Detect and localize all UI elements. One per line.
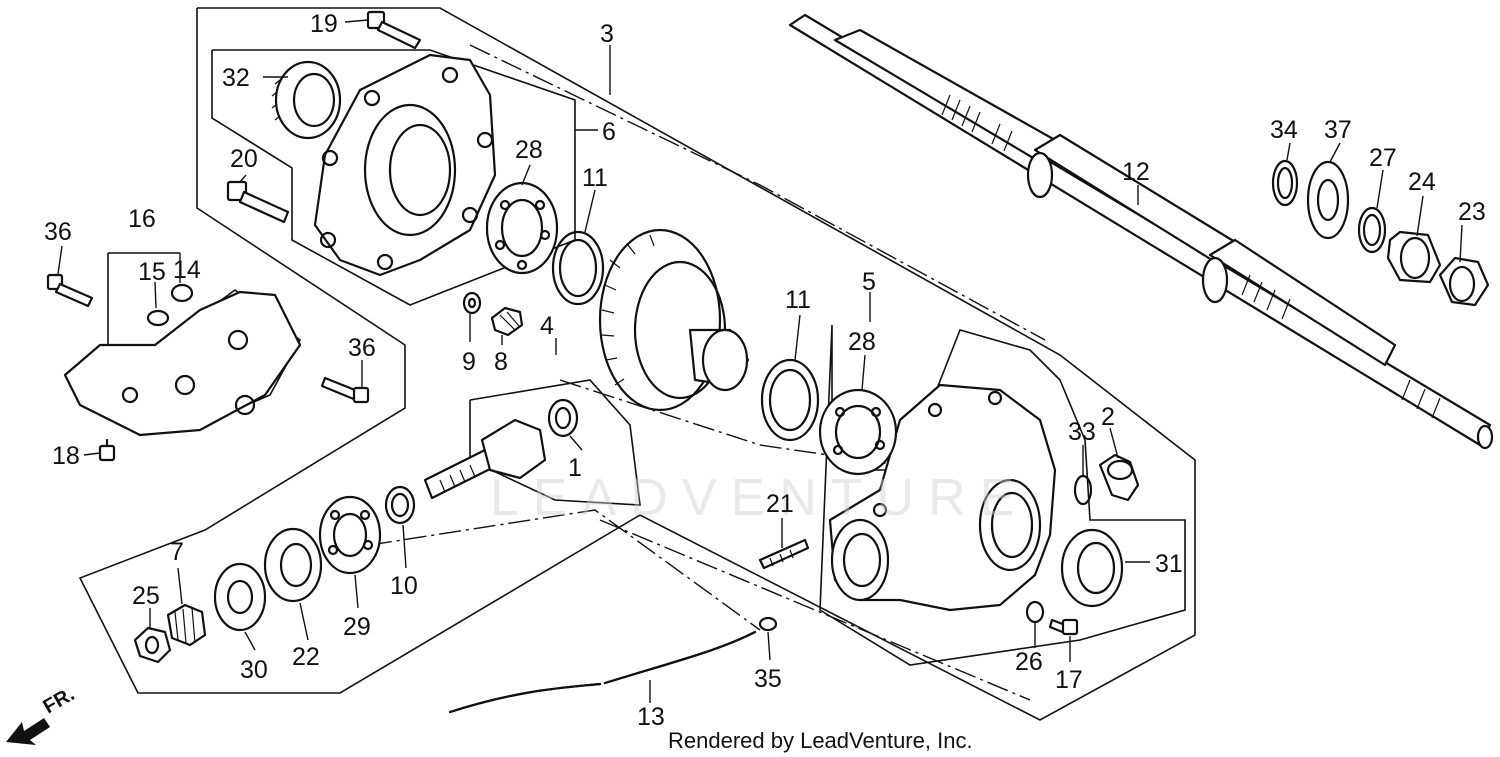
- callout-11-lower: 11: [785, 286, 811, 314]
- callout-12: 12: [1122, 158, 1150, 186]
- seal-30-part: [213, 562, 267, 632]
- breather-tube-13-part: [448, 630, 757, 714]
- pinion-gear-part: [423, 418, 547, 500]
- drive-shaft-part: [788, 13, 1494, 450]
- front-direction-arrow-icon: FR.: [6, 683, 78, 745]
- guard-16-part: [63, 290, 302, 437]
- assembly-frame-5: [819, 324, 1186, 666]
- callout-19: 19: [310, 10, 338, 38]
- washer-26-part: [1025, 600, 1045, 624]
- watermark-text: LEADVENTURE: [490, 469, 1028, 527]
- plug-14-part: [170, 283, 194, 303]
- bearing-28-upper-part: [485, 181, 559, 275]
- callout-6: 6: [602, 118, 616, 146]
- callout-34: 34: [1270, 116, 1298, 144]
- callout-13: 13: [637, 703, 665, 731]
- assembly-frame-6: [211, 49, 576, 306]
- callout-11-upper: 11: [582, 164, 608, 192]
- shim-10-part: [384, 485, 416, 525]
- washer-9-part: [462, 291, 482, 315]
- callout-37: 37: [1324, 116, 1352, 144]
- credit-text: Rendered by LeadVenture, Inc.: [668, 728, 973, 753]
- callout-10: 10: [390, 572, 418, 600]
- plug-8-part: [490, 306, 524, 337]
- callout-15: 15: [138, 258, 166, 286]
- callout-14: 14: [173, 256, 201, 284]
- callout-numbers: 1 2 3 4 5 6 7 8 9 10 11 11 12 13 14 15 1…: [44, 10, 1486, 731]
- front-direction-label: FR.: [40, 683, 79, 718]
- plug-2-part: [1098, 453, 1140, 502]
- callout-33: 33: [1068, 418, 1096, 446]
- callout-18: 18: [52, 442, 80, 470]
- oil-seal-31-part: [1060, 528, 1124, 608]
- callout-20: 20: [230, 145, 258, 173]
- leader-lines: [57, 19, 1463, 703]
- assembly-frame-3: [78, 7, 1196, 721]
- callout-9: 9: [462, 348, 476, 376]
- callout-23: 23: [1458, 198, 1486, 226]
- final-gear-case-part: [828, 383, 1057, 612]
- shim-11-lower-part: [760, 358, 820, 442]
- callout-2: 2: [1101, 403, 1115, 431]
- bolt-36-right-part: [320, 376, 370, 404]
- callout-24: 24: [1408, 168, 1436, 196]
- callout-1: 1: [568, 454, 582, 482]
- callout-36-left: 36: [44, 218, 72, 246]
- bolt-36-left-part: [46, 273, 94, 308]
- bolt-19-part: [366, 10, 422, 50]
- callout-25: 25: [132, 582, 160, 610]
- bearing-29-part: [318, 495, 382, 575]
- callout-22: 22: [292, 643, 320, 671]
- callout-36-right: 36: [348, 334, 376, 362]
- bolt-20-part: [226, 180, 290, 224]
- callout-27: 27: [1369, 144, 1397, 172]
- callout-7: 7: [170, 538, 184, 566]
- callout-32: 32: [222, 64, 250, 92]
- bolt-17-part: [1048, 618, 1079, 636]
- bearing-22-part: [263, 527, 323, 603]
- ring-gear-part: [598, 228, 750, 412]
- clip-35-part: [758, 616, 778, 632]
- oil-seal-32-part: [271, 60, 342, 140]
- callout-4: 4: [540, 312, 554, 340]
- callout-17: 17: [1055, 666, 1083, 694]
- callout-8: 8: [494, 348, 508, 376]
- callout-28-upper: 28: [515, 136, 543, 164]
- nut-25-part: [133, 626, 172, 664]
- callout-28-lower: 28: [848, 328, 876, 356]
- plug-15-part: [146, 309, 170, 327]
- shim-11-upper-part: [551, 230, 605, 306]
- collar-7-part: [166, 603, 207, 647]
- callout-35: 35: [754, 665, 782, 693]
- callout-30: 30: [240, 656, 268, 684]
- pinion-bearing-1-part: [547, 398, 579, 438]
- callout-5: 5: [862, 268, 876, 296]
- callout-26: 26: [1015, 648, 1043, 676]
- bearing-28-lower-part: [818, 388, 898, 476]
- callout-21: 21: [766, 490, 794, 518]
- shaft-washers-nuts: [1271, 159, 1490, 307]
- stud-21-part: [758, 538, 810, 570]
- callout-31: 31: [1155, 550, 1183, 578]
- gear-case-cover-part: [313, 53, 497, 277]
- bolt-18-part: [98, 438, 116, 462]
- callout-3: 3: [600, 20, 614, 48]
- callout-16: 16: [128, 205, 156, 233]
- callout-29: 29: [343, 613, 371, 641]
